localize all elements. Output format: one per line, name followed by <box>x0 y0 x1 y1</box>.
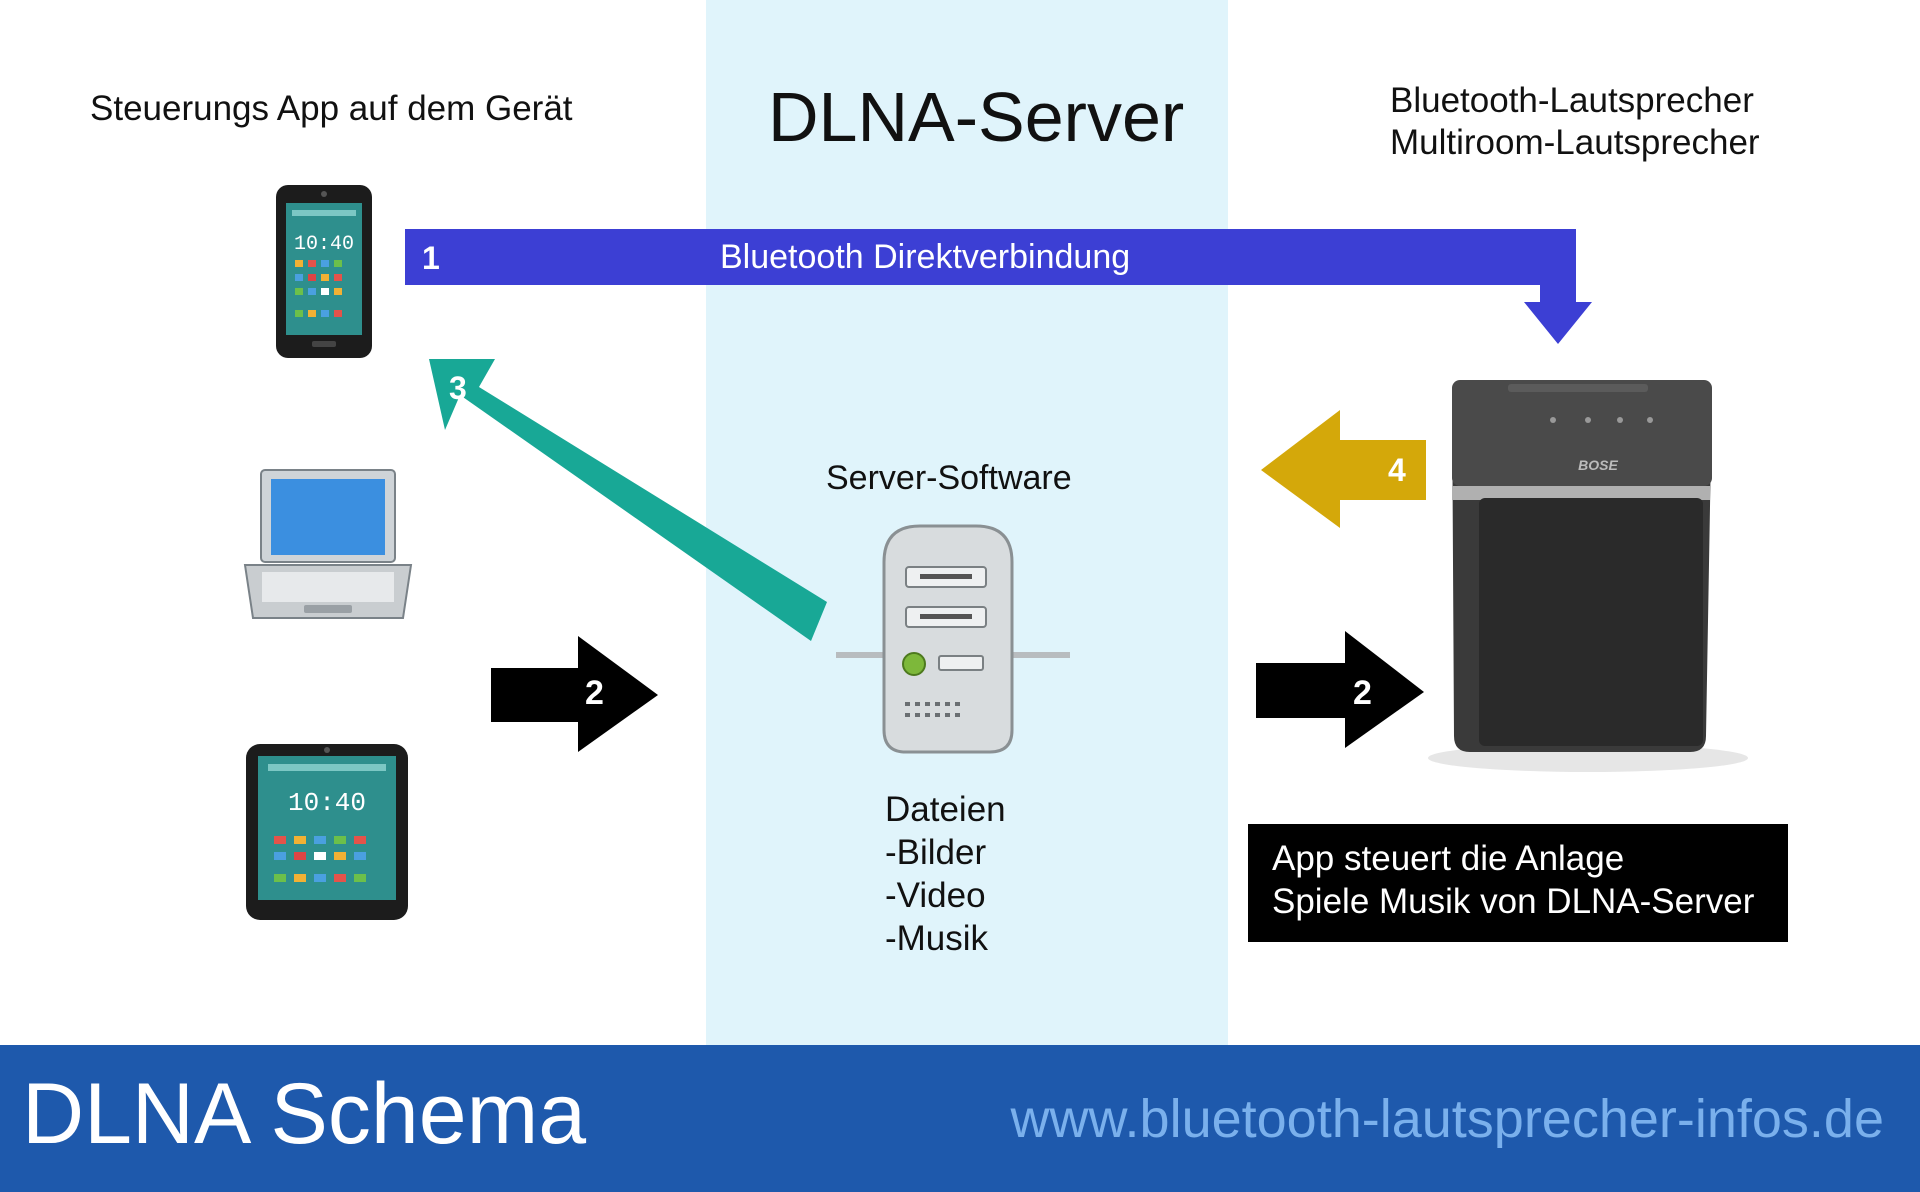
speaker-icon: BOSE <box>1428 380 1748 772</box>
dlna-server-band <box>706 0 1228 1045</box>
laptop-icon <box>243 469 413 619</box>
control-arrow-4 <box>1261 410 1426 528</box>
tablet-clock: 10:40 <box>288 788 366 818</box>
server-icon <box>836 524 1070 754</box>
info-box-text: App steuert die Anlage Spiele Musik von … <box>1272 839 1755 921</box>
tablet-icon: 10:40 <box>246 744 408 920</box>
smartphone-icon: 10:40 <box>276 185 372 358</box>
arrow2-left-number: 2 <box>585 674 604 712</box>
server-files: Dateien -Bilder -Video -Musik <box>885 790 1006 958</box>
stream-arrow-2-right <box>1256 631 1424 748</box>
bluetooth-bar-label: Bluetooth Direktverbindung <box>720 238 1131 276</box>
arrow3-number: 3 <box>449 370 467 406</box>
server-label: Server-Software <box>826 459 1072 497</box>
return-arrow-3 <box>429 359 827 641</box>
footer-bar: DLNA Schema www.bluetooth-lautsprecher-i… <box>0 1045 1920 1192</box>
right-heading: Bluetooth-Lautsprecher Multiroom-Lautspr… <box>1390 81 1760 162</box>
left-heading: Steuerungs App auf dem Gerät <box>90 89 573 128</box>
arrow4-number: 4 <box>1388 452 1406 488</box>
speaker-brand: BOSE <box>1578 457 1618 473</box>
footer-url[interactable]: www.bluetooth-lautsprecher-infos.de <box>1010 1089 1884 1149</box>
bluetooth-connection-arrow <box>405 229 1592 344</box>
center-heading: DLNA-Server <box>768 78 1185 156</box>
arrow1-number: 1 <box>422 240 440 276</box>
phone-clock: 10:40 <box>294 233 354 256</box>
diagram-graphics: 10:40 10:40 <box>243 185 1748 920</box>
arrow2-right-number: 2 <box>1353 674 1372 712</box>
stream-arrow-2-left <box>491 636 658 752</box>
info-box: App steuert die Anlage Spiele Musik von … <box>1248 824 1788 942</box>
footer-title: DLNA Schema <box>22 1066 587 1162</box>
